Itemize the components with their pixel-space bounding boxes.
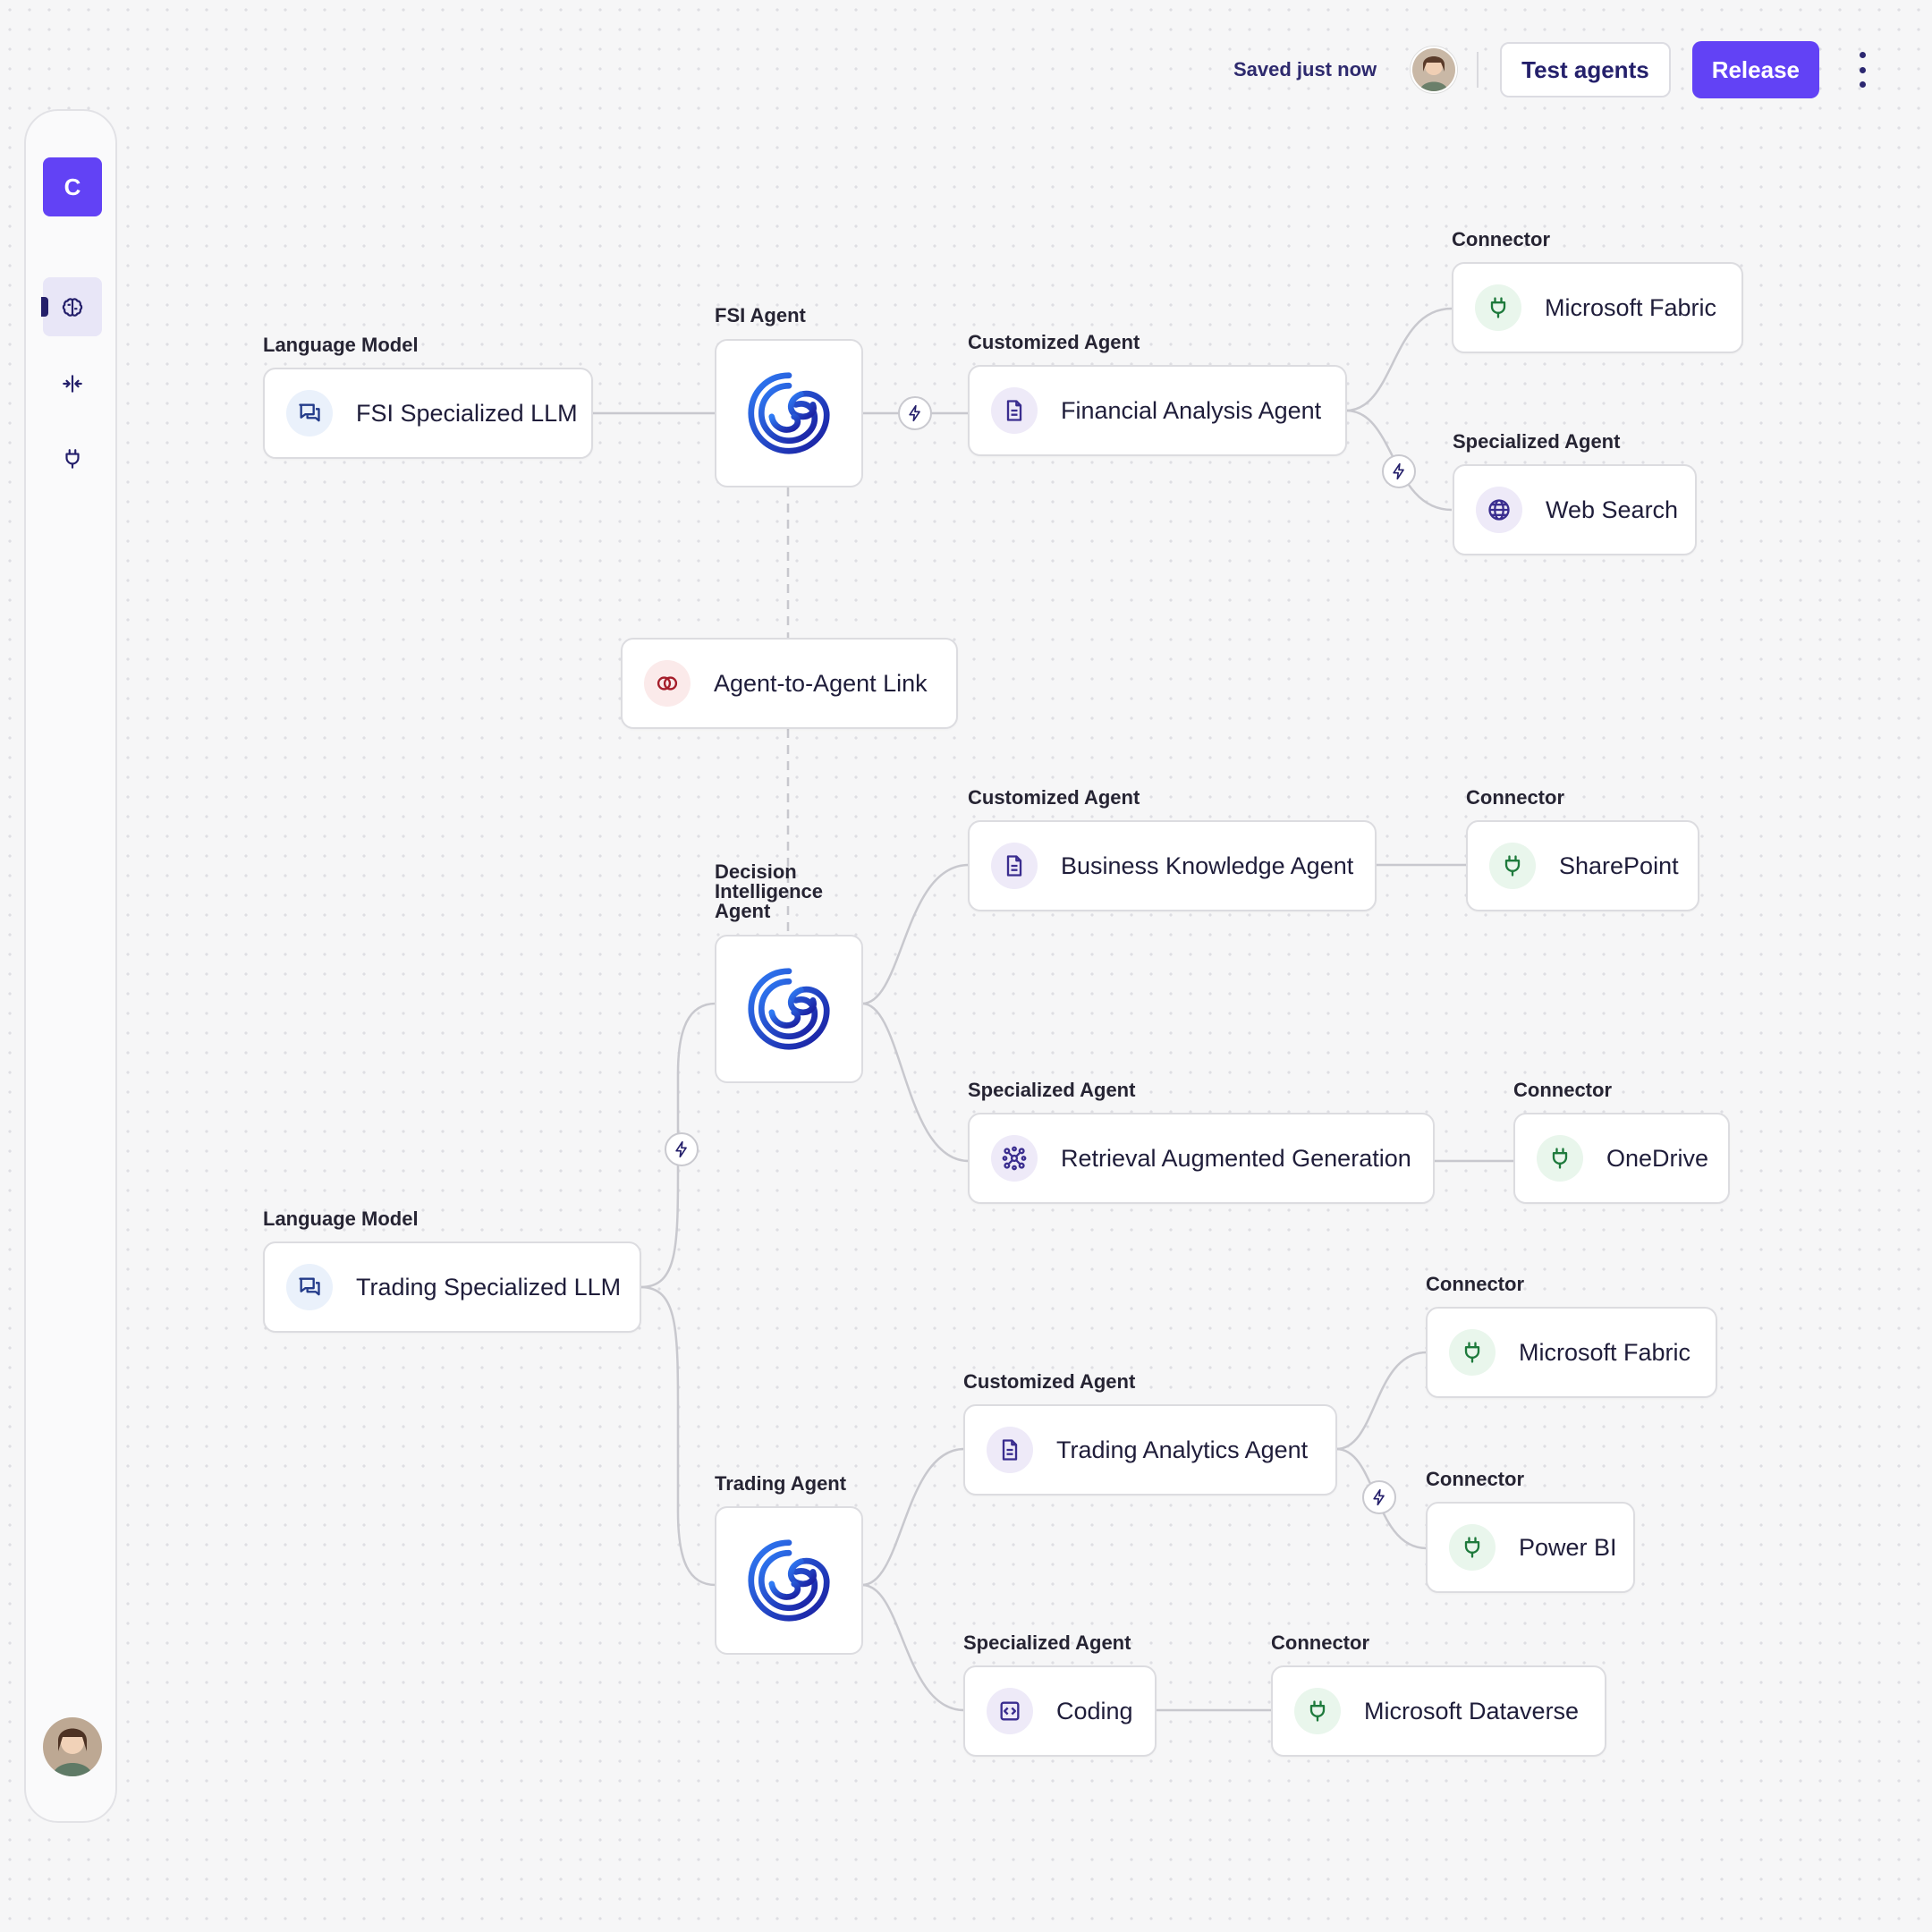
node-microsoft-fabric-2[interactable]: Microsoft Fabric [1426,1307,1717,1398]
trigger-bolt-icon[interactable] [1382,454,1416,488]
node-label: Connector [1452,230,1550,250]
node-power-bi[interactable]: Power BI [1426,1502,1635,1593]
node-web-search[interactable]: Web Search [1453,464,1697,555]
node-label: Connector [1426,1275,1524,1294]
plug-icon [1489,843,1536,889]
node-label: Customized Agent [968,333,1140,352]
node-title: OneDrive [1606,1145,1708,1173]
plug-icon [1537,1135,1583,1182]
node-label: Connector [1513,1080,1612,1100]
node-label: Intelligence [715,882,823,902]
node-title: Microsoft Dataverse [1364,1698,1579,1725]
trigger-bolt-icon[interactable] [665,1132,699,1166]
node-financial-analysis-agent[interactable]: Financial Analysis Agent [968,365,1347,456]
node-label: Specialized Agent [1453,432,1620,452]
trigger-bolt-icon[interactable] [898,396,932,430]
document-icon [991,843,1038,889]
plug-icon [1475,284,1521,331]
node-fsi-agent[interactable] [715,339,863,487]
node-coding[interactable]: Coding [963,1665,1157,1757]
node-title: Microsoft Fabric [1519,1339,1690,1367]
node-rag[interactable]: Retrieval Augmented Generation [968,1113,1435,1204]
chat-icon [286,390,333,436]
globe-icon [1476,487,1522,533]
node-label: Connector [1426,1470,1524,1489]
agent-swirl-icon [746,966,832,1052]
node-label: Customized Agent [968,788,1140,808]
node-title: FSI Specialized LLM [356,400,578,428]
node-trading-analytics-agent[interactable]: Trading Analytics Agent [963,1404,1337,1496]
node-title: Financial Analysis Agent [1061,397,1321,425]
node-title: Coding [1056,1698,1133,1725]
node-microsoft-dataverse[interactable]: Microsoft Dataverse [1271,1665,1606,1757]
node-decision-agent[interactable] [715,935,863,1083]
plug-icon [1449,1329,1496,1376]
node-label: Decision [715,862,797,882]
node-title: Retrieval Augmented Generation [1061,1145,1411,1173]
agent-swirl-icon [746,1538,832,1623]
node-onedrive[interactable]: OneDrive [1513,1113,1730,1204]
node-title: Trading Specialized LLM [356,1274,621,1301]
node-title: Trading Analytics Agent [1056,1436,1308,1464]
node-label: Specialized Agent [963,1633,1131,1653]
node-title: Agent-to-Agent Link [714,670,928,698]
node-trading-llm[interactable]: Trading Specialized LLM [263,1241,641,1333]
node-fsi-llm[interactable]: FSI Specialized LLM [263,368,593,459]
node-label: Specialized Agent [968,1080,1135,1100]
chat-icon [286,1264,333,1310]
document-icon [987,1427,1033,1473]
link-rings-icon [644,660,691,707]
plug-icon [1449,1524,1496,1571]
document-icon [991,387,1038,434]
node-label: FSI Agent [715,306,806,326]
node-title: Microsoft Fabric [1545,294,1716,322]
node-sharepoint[interactable]: SharePoint [1466,820,1699,911]
node-trading-agent[interactable] [715,1506,863,1655]
node-title: SharePoint [1559,852,1679,880]
network-icon [991,1135,1038,1182]
node-label: Language Model [263,1209,419,1229]
node-title: Power BI [1519,1534,1617,1562]
node-label: Customized Agent [963,1372,1135,1392]
node-microsoft-fabric-1[interactable]: Microsoft Fabric [1452,262,1743,353]
code-icon [987,1688,1033,1734]
node-business-knowledge-agent[interactable]: Business Knowledge Agent [968,820,1377,911]
node-label: Trading Agent [715,1474,846,1494]
node-title: Web Search [1546,496,1678,524]
trigger-bolt-icon[interactable] [1362,1480,1396,1514]
agent-swirl-icon [746,370,832,456]
plug-icon [1294,1688,1341,1734]
node-title: Business Knowledge Agent [1061,852,1353,880]
node-label: Agent [715,902,770,921]
node-label: Connector [1271,1633,1369,1653]
node-label: Connector [1466,788,1564,808]
node-agent-to-agent-link[interactable]: Agent-to-Agent Link [621,638,958,729]
node-label: Language Model [263,335,419,355]
